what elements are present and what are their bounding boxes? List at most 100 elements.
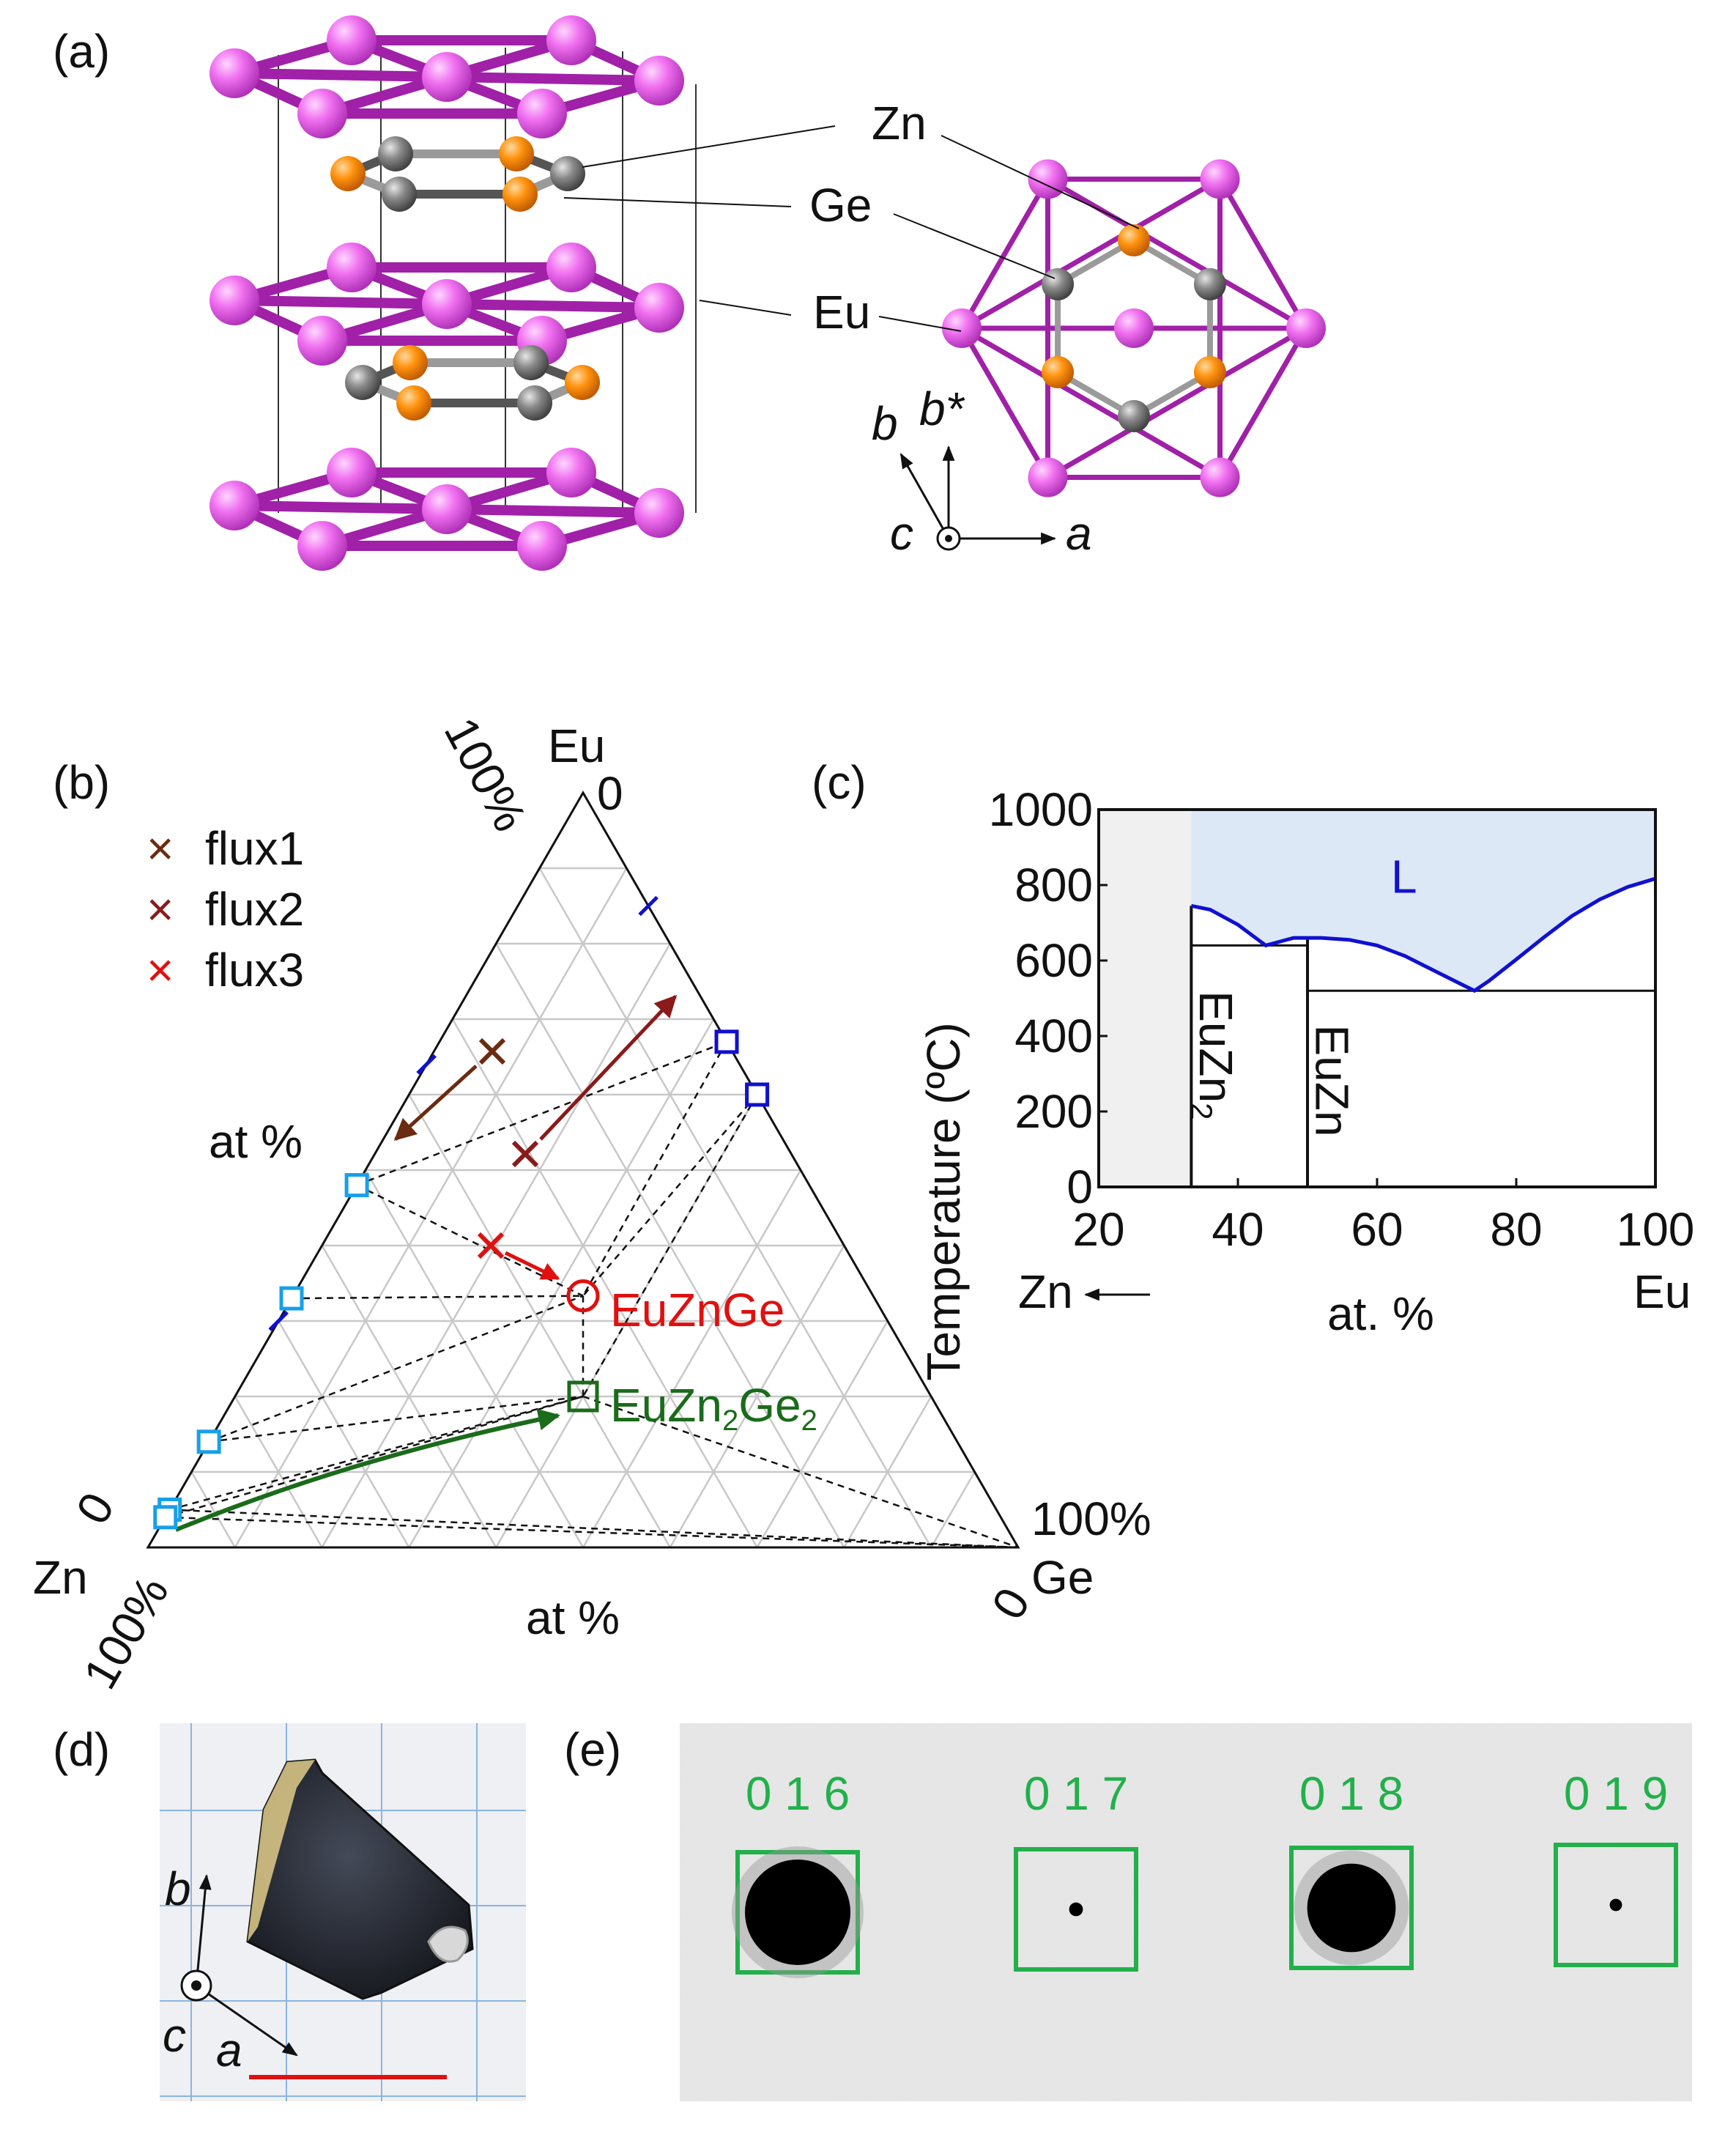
- x-tick-label: 20: [1072, 1203, 1124, 1256]
- eu-bond: [1046, 325, 1307, 480]
- tie-line: [209, 1395, 584, 1443]
- legend: × flux1 × flux2 × flux3: [146, 822, 304, 996]
- eu-bond: [959, 327, 1050, 479]
- liquid-region: [1191, 810, 1655, 991]
- ge-atom: [1118, 400, 1150, 432]
- vertex-zn-label: Zn: [33, 1551, 88, 1604]
- vertex-ge-label: Ge: [1031, 1551, 1094, 1604]
- eu-atom: [942, 308, 982, 348]
- tie-line: [165, 1395, 584, 1519]
- panel-b: (b) EuZnGe EuZn2Ge2 × flux1 × flux2 × fl…: [33, 709, 1151, 1698]
- axis-b-label: b: [872, 397, 898, 450]
- eu-bond: [1217, 177, 1309, 330]
- reflection-box: [1014, 1847, 1138, 1972]
- ternary-grid-line: [321, 1245, 497, 1548]
- eu-100-label: 100%: [434, 709, 537, 840]
- eu-atom: [1114, 308, 1154, 348]
- reflection-hkl-label: 0 1 7: [1024, 1767, 1128, 1820]
- tie-line: [208, 1295, 584, 1443]
- reflection-box: [735, 1850, 860, 1975]
- eu-atom: [1286, 308, 1326, 348]
- crystal-structure-projection: [942, 159, 1326, 497]
- ge-atom: [513, 345, 549, 380]
- eu-atom: [327, 243, 376, 292]
- crystal-structure-3d: [209, 15, 697, 571]
- euznge-label: EuZnGe: [610, 1284, 784, 1336]
- eu-bond: [229, 68, 452, 82]
- eu-atom: [1028, 159, 1068, 199]
- ternary-grid-line: [495, 943, 845, 1548]
- flux-compositions: [477, 1037, 539, 1259]
- zn-atom: [1118, 224, 1150, 256]
- ternary-grid-line: [408, 1094, 671, 1548]
- zn-atom: [565, 365, 600, 400]
- reflection-spot: [1069, 1902, 1083, 1917]
- zn-atom: [502, 177, 538, 212]
- eu-atom: [422, 52, 472, 102]
- ternary-grid-line: [930, 1471, 976, 1548]
- eu-zn-binary-phase: [344, 1173, 369, 1198]
- ternary-grid-line: [278, 1320, 410, 1548]
- zn-flux-arrow: [174, 1408, 560, 1532]
- eu-zn-binary-phase: [153, 1505, 178, 1530]
- ternary-grid-line: [190, 1471, 236, 1548]
- eu-atom: [546, 243, 596, 292]
- tie-line: [165, 1516, 1019, 1549]
- x-tick-label: 40: [1212, 1203, 1264, 1256]
- y-tick-label: 200: [1014, 1085, 1093, 1138]
- eu-bond: [959, 177, 1050, 330]
- reflection-box: [1554, 1843, 1678, 1967]
- ternary-labels: Eu 0 100% Zn 0 100% 100% Ge 0 at % at %: [33, 709, 1151, 1698]
- tie-line: [582, 1041, 728, 1297]
- reflection-spot: [1307, 1863, 1396, 1953]
- eu-atom: [1200, 457, 1240, 497]
- panel-d: (d) b c a: [53, 1723, 526, 2101]
- eu-bond: [1046, 177, 1307, 331]
- y-tick-label: 400: [1014, 1010, 1093, 1062]
- crystal-axis-c: c: [163, 2009, 186, 2062]
- axis-a-label: a: [1066, 507, 1092, 560]
- euzn2ge2-label: EuZn2Ge2: [610, 1379, 817, 1437]
- axis-bstar-label: b*: [919, 382, 965, 435]
- edge-ticks: [268, 895, 659, 1331]
- eu-atom: [422, 279, 472, 329]
- y-tick-label: 1000: [989, 783, 1093, 836]
- eutectic-tick: [416, 1054, 437, 1075]
- y-tick-label: 600: [1014, 934, 1093, 987]
- y-tick-label: 0: [1067, 1161, 1093, 1213]
- ternary-outline: [146, 790, 1020, 1549]
- legend-flux3-label: flux3: [205, 944, 304, 996]
- eu-atom: [209, 48, 259, 98]
- eu-ge-binary-phase: [714, 1029, 739, 1054]
- panel-a-label: (a): [53, 25, 110, 78]
- panel-d-label: (d): [53, 1723, 110, 1776]
- flux1-composition: [478, 1037, 506, 1065]
- euzn-label: EuZn: [1305, 1025, 1358, 1137]
- eu-atom: [297, 89, 347, 138]
- ternary-grid-line: [234, 867, 628, 1548]
- eu-atom: [1028, 457, 1068, 497]
- ternary-grid: [190, 867, 976, 1548]
- ge-atom: [345, 365, 380, 400]
- tie-line: [356, 1040, 727, 1186]
- flux2-arrow: [539, 994, 678, 1141]
- zn-atom: [1193, 356, 1226, 388]
- tie-line: [169, 1509, 1019, 1549]
- x-tick-label: 100: [1617, 1203, 1695, 1256]
- x-tick-label: 60: [1351, 1203, 1403, 1256]
- crystal-axis-b: b: [165, 1862, 191, 1915]
- eu-atom: [1200, 159, 1240, 199]
- legend-flux1-symbol: ×: [146, 822, 174, 875]
- zn-atom: [396, 385, 431, 421]
- flux-residue: [427, 1925, 469, 1963]
- crystal-edge-facet: [248, 1760, 315, 1942]
- reflection-spot: [1609, 1898, 1622, 1912]
- eu-bond: [960, 325, 1222, 480]
- phase-boxes: [1190, 906, 1655, 1187]
- legend-flux1-label: flux1: [205, 822, 304, 875]
- x-axis-label: at. %: [1327, 1287, 1434, 1340]
- y-axis-label: Temperature (ºC): [917, 1022, 970, 1380]
- eu-atom: [297, 316, 347, 366]
